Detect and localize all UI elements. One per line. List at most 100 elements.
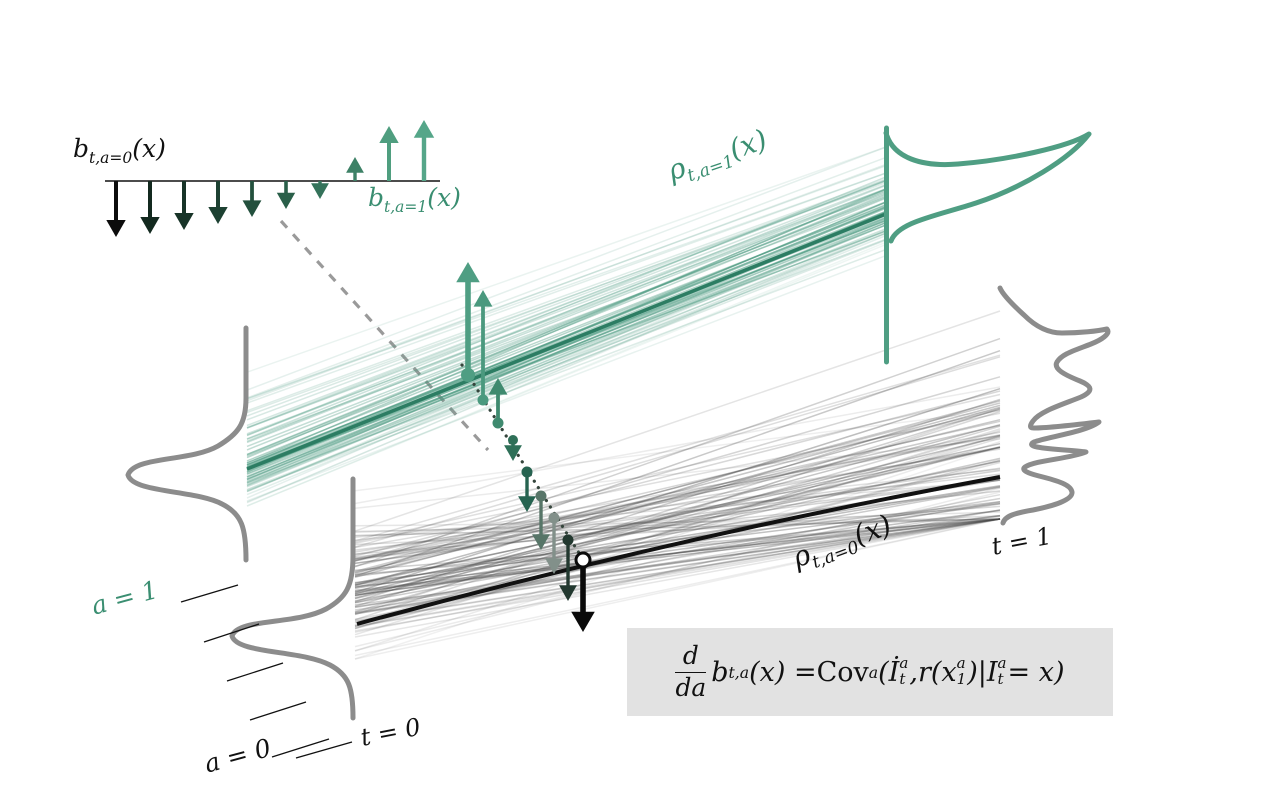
arrow-head [532, 534, 550, 550]
trajectory-line [246, 207, 887, 466]
trajectory-line [246, 210, 887, 468]
a-axis-tick [226, 662, 284, 682]
trajectory-line [354, 518, 1001, 628]
drift-arrow [379, 126, 399, 181]
trajectory-line [354, 518, 1001, 527]
label-b-a0: bt,a=0(x) [73, 136, 166, 167]
trajectory-line [246, 172, 887, 400]
velocity-arrow [488, 378, 508, 429]
trajectory-line [246, 239, 887, 491]
formula-x1-sub: 1 [956, 670, 967, 688]
trajectory-line [354, 412, 1001, 545]
trajectory-line [354, 473, 1001, 551]
trajectory-line [354, 467, 1001, 559]
trajectory-line [246, 181, 887, 414]
trajectory-line [246, 229, 887, 493]
drift-arrow [311, 181, 329, 199]
dashed-connector-line [279, 219, 490, 452]
label-b-a1-sub: t,a=1 [384, 198, 428, 216]
trajectory-line [246, 204, 887, 457]
arrow-base-dot [461, 368, 475, 382]
trajectory-line [354, 354, 1001, 542]
arrow-head [545, 558, 563, 574]
trajectory-line [354, 356, 1001, 548]
trajectory-line [246, 188, 887, 442]
arrow-head [379, 126, 399, 143]
trajectory-line [246, 201, 887, 470]
formula-idot-sup: a [899, 654, 909, 673]
arrow-head [140, 217, 160, 234]
trajectory-line [246, 180, 887, 421]
trajectory-line [246, 184, 887, 440]
trajectory-line [246, 238, 887, 484]
drift-arrow [106, 181, 126, 237]
trajectory-line [246, 221, 887, 475]
trajectory-line [246, 179, 887, 417]
trajectory-line [354, 410, 1001, 616]
trajectory-line [354, 515, 1001, 592]
trajectory-line [354, 434, 1001, 624]
trajectory-line [246, 192, 887, 435]
trajectory-line [246, 191, 887, 444]
fraction-bar [675, 671, 707, 673]
trajectory-line [246, 193, 887, 456]
a-axis-tick [180, 584, 239, 603]
trajectory-line [246, 224, 887, 487]
formula-cov: Cov [816, 656, 869, 688]
trajectory-line [354, 518, 1001, 632]
trajectory-line [354, 503, 1001, 597]
drift-arrow [208, 181, 228, 224]
trajectory-line [246, 224, 887, 482]
gray-mean-trajectory [356, 475, 1001, 626]
trajectory-line [354, 501, 1001, 578]
trajectory-line [354, 518, 1001, 608]
trajectory-line [246, 206, 887, 466]
fraction-numerator: d [682, 641, 699, 671]
arrow-head [174, 213, 194, 230]
label-b-a1-arg: (x) [427, 183, 461, 212]
trajectory-line [354, 484, 1001, 589]
trajectory-line [246, 188, 887, 429]
green-mean-trajectory [246, 212, 887, 471]
trajectory-line [354, 518, 1001, 576]
trajectory-line [354, 407, 1001, 608]
arrow-head [242, 200, 262, 217]
trajectory-line [246, 217, 887, 481]
trajectory-line [354, 518, 1001, 537]
trajectory-line [354, 337, 1001, 568]
arrow-head [456, 262, 480, 283]
arrow-base-dot [562, 534, 574, 546]
trajectory-line [354, 349, 1001, 578]
green-trajectory-lines [246, 146, 887, 507]
trajectory-line [354, 518, 1001, 657]
drift-arrows [106, 120, 435, 237]
trajectory-line [246, 221, 887, 493]
formula-eq: (x) = [749, 656, 817, 688]
trajectory-line [354, 434, 1001, 561]
trajectory-line [354, 514, 1001, 546]
label-b-a1: bt,a=1(x) [368, 185, 461, 216]
trajectory-line [354, 424, 1001, 574]
trajectory-line [246, 183, 887, 429]
trajectory-line [354, 479, 1001, 538]
trajectory-line [354, 406, 1001, 587]
arrow-base-dot [508, 435, 518, 445]
trajectory-line [246, 224, 887, 477]
trajectory-line [246, 205, 887, 484]
trajectory-line [354, 446, 1001, 585]
velocity-arrow [456, 262, 480, 382]
arrow-head [488, 378, 508, 395]
trajectory-line [354, 446, 1001, 597]
formula-comma: , [909, 656, 918, 688]
density-curves [125, 125, 1111, 721]
trajectory-line [246, 164, 887, 400]
trajectory-line [354, 518, 1001, 537]
arrow-base-dot [521, 466, 533, 478]
arrow-base-dot [477, 394, 489, 406]
trajectory-line [354, 505, 1001, 555]
arrow-head [106, 220, 126, 237]
formula-x1-sup: a [956, 654, 966, 673]
